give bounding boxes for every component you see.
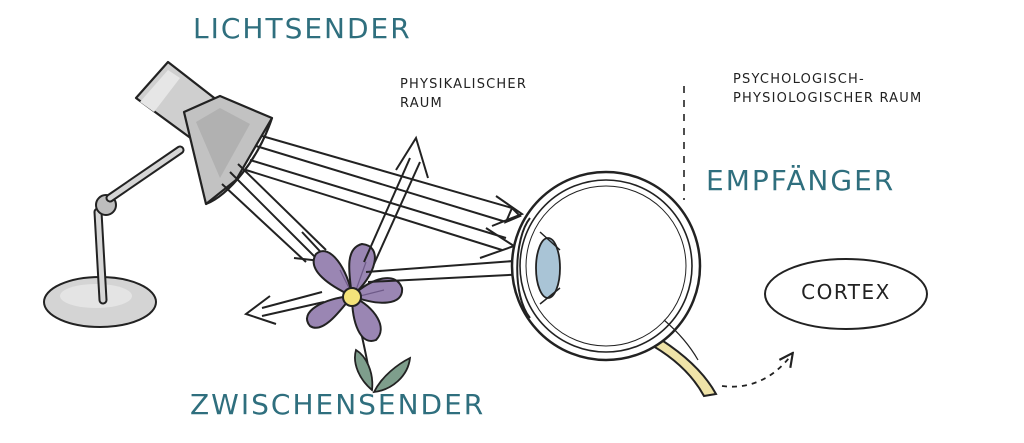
physical-space-line-1: PHYSIKALISCHER (400, 77, 528, 92)
eye-icon (510, 170, 718, 398)
receiver-label: EMPFÄNGER (706, 164, 896, 197)
psych-space-label: PSYCHOLOGISCH- PHYSIOLOGISCHER RAUM (733, 70, 922, 108)
light-source-label: LICHTSENDER (193, 12, 412, 45)
nerve-to-cortex-arrow (721, 354, 792, 388)
psych-space-line-2: PHYSIOLOGISCHER RAUM (733, 91, 923, 106)
physical-space-label: PHYSIKALISCHER RAUM (400, 75, 527, 113)
desk-lamp-icon (43, 60, 274, 328)
cortex-ellipse (764, 258, 928, 330)
intermediate-source-label: ZWISCHENSENDER (190, 388, 486, 421)
light-rays (221, 135, 525, 264)
flower-icon (306, 242, 412, 394)
cortex-label: CORTEX (801, 280, 891, 304)
psych-space-line-1: PSYCHOLOGISCH- (733, 72, 865, 87)
physical-space-line-2: RAUM (400, 96, 443, 111)
